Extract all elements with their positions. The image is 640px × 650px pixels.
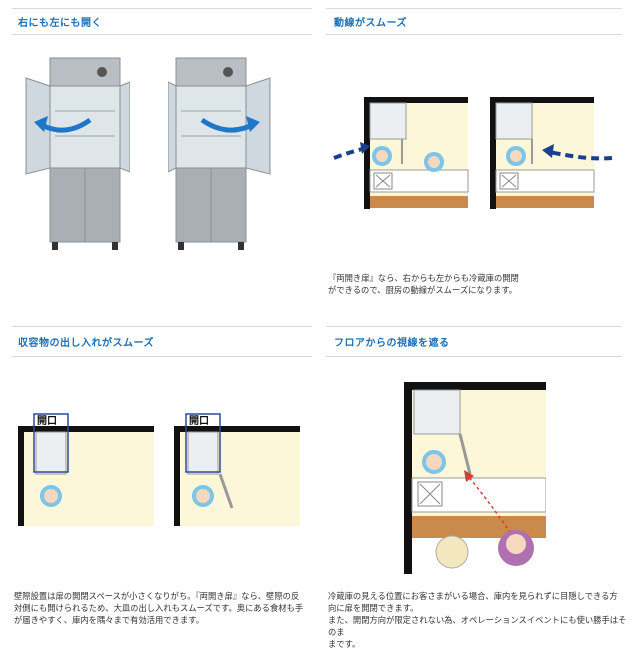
wall-installation-diagram-left: 開口: [18, 413, 154, 526]
section-heading-smooth-access: 収容物の出し入れがスムーズ: [18, 338, 154, 349]
fridge-open-left-illustration: [25, 57, 130, 250]
opening-label-left: 開口: [37, 415, 57, 427]
section-heading-smooth-flow: 動線がスムーズ: [334, 18, 407, 29]
floor-view-block-diagram: [404, 382, 546, 574]
caption-block-view: 冷蔵庫の見える位置にお客さまがいる場合、庫内を見られずに目隠しできる方 向に扉を…: [328, 591, 627, 649]
caption-smooth-access: 壁際設置は扉の開閉スペースが小さくなりがち。『両開き扉』なら、壁際の反 対側にも…: [14, 591, 304, 625]
kitchen-flow-diagram-left: [333, 97, 469, 209]
kitchen-flow-diagram-right: [490, 97, 613, 209]
caption-smooth-flow: 『両開き扉』なら、右からも左からも冷蔵庫の開閉 ができるので、厨房の動線がスムー…: [328, 273, 519, 295]
wall-installation-diagram-right: 開口: [174, 413, 300, 526]
opening-label-right: 開口: [189, 415, 209, 427]
section-heading-open-both-sides: 右にも左にも開く: [18, 18, 102, 29]
fridge-open-right-illustration: [168, 57, 271, 250]
section-heading-block-view: フロアからの視線を遮る: [334, 338, 450, 349]
